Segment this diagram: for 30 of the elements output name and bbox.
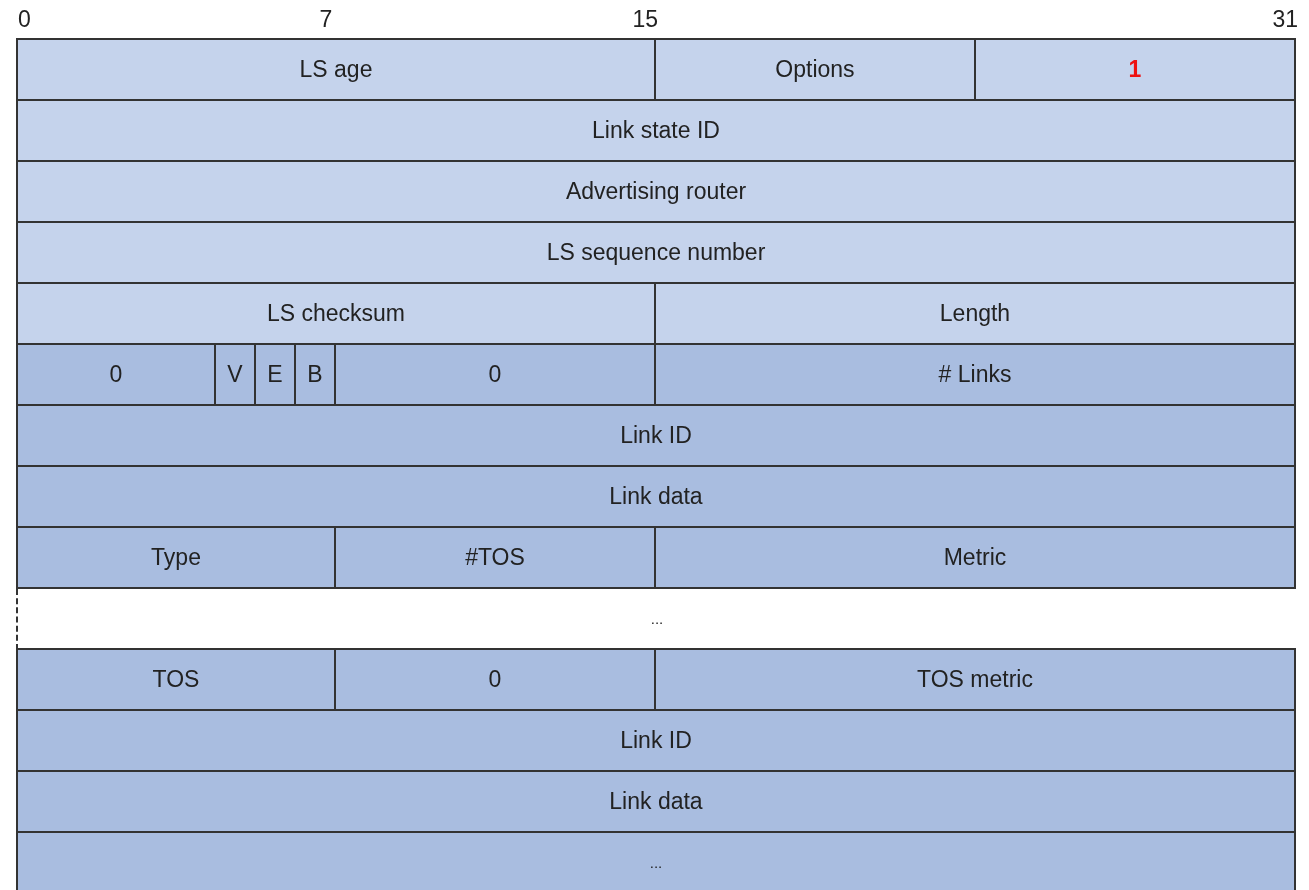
packet-field: Link ID xyxy=(16,711,1296,772)
packet-field: LS age xyxy=(16,40,656,101)
packet-field: 0 xyxy=(16,345,216,406)
packet-field: ... xyxy=(16,833,1296,890)
packet-field: Link data xyxy=(16,467,1296,528)
packet-field: 1 xyxy=(976,40,1296,101)
packet-field: LS sequence number xyxy=(16,223,1296,284)
bit-number: 0 xyxy=(18,6,31,33)
packet-field: TOS metric xyxy=(656,650,1296,711)
bit-number: 31 xyxy=(1272,6,1298,33)
packet-field: Link state ID xyxy=(16,101,1296,162)
packet-field: Metric xyxy=(656,528,1296,589)
packet-field: 0 xyxy=(336,650,656,711)
packet-field: # Links xyxy=(656,345,1296,406)
packet-field: V xyxy=(216,345,256,406)
packet-field: Link ID xyxy=(16,406,1296,467)
packet-field: #TOS xyxy=(336,528,656,589)
packet-field: Length xyxy=(656,284,1296,345)
packet-field: Advertising router xyxy=(16,162,1296,223)
packet-field: TOS xyxy=(16,650,336,711)
ellipsis-row: ... xyxy=(16,589,1296,650)
bit-number: 15 xyxy=(632,6,658,33)
packet-field: 0 xyxy=(336,345,656,406)
packet-field: B xyxy=(296,345,336,406)
bit-number: 7 xyxy=(319,6,333,33)
packet-field: Link data xyxy=(16,772,1296,833)
packet-field: E xyxy=(256,345,296,406)
packet-field: Options xyxy=(656,40,976,101)
packet-field: Type xyxy=(16,528,336,589)
packet-field: LS checksum xyxy=(16,284,656,345)
